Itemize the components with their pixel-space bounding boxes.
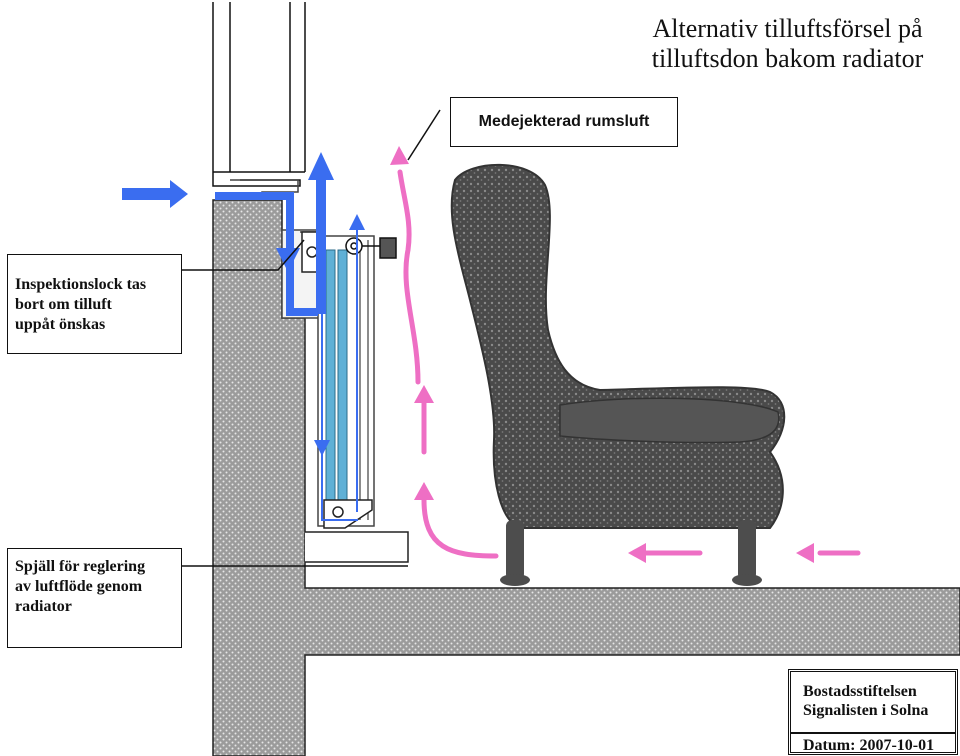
exhaust-air-callout: Medejekterad rumsluft: [450, 97, 678, 147]
room-air-arrowheads: [390, 146, 814, 563]
drawing-date: Datum: 2007-10-01: [803, 737, 935, 754]
title-line-2: tilluftsdon bakom radiator: [651, 44, 924, 73]
diagram-title: Alternativ tilluftsförsel på tilluftsdon…: [620, 14, 955, 74]
inspection-label-line-1: Inspektionslock tas: [15, 276, 147, 293]
radiator: [317, 235, 375, 527]
inspection-label-line-2: bort om tilluft: [15, 296, 112, 313]
inspection-label-line-3: uppåt önskas: [15, 316, 106, 333]
room-air-flow: [397, 169, 861, 559]
armchair: [450, 163, 786, 586]
window-frame: [212, 2, 306, 187]
damper-label-line-1: Spjäll för reglering: [15, 558, 146, 575]
supply-air-flow: [122, 152, 365, 521]
window-sill: [305, 531, 409, 563]
organization-line-1: Bostadsstiftelsen: [803, 683, 917, 700]
exhaust-air-label: Medejekterad rumsluft: [478, 113, 650, 130]
leader-lines: [182, 109, 441, 567]
organization-line-2: Signalisten i Solna: [803, 702, 929, 719]
title-block-stamp: Bostadsstiftelsen Signalisten i Solna Da…: [788, 669, 958, 755]
inspection-hatch-callout: Inspektionslock tas bort om tilluft uppå…: [7, 254, 182, 354]
damper-label-line-2: av luftflöde genom: [15, 578, 143, 595]
damper-label-line-3: radiator: [15, 598, 72, 615]
damper-callout: Spjäll för reglering av luftflöde genom …: [7, 548, 182, 648]
title-line-1: Alternativ tilluftsförsel på: [652, 14, 923, 43]
